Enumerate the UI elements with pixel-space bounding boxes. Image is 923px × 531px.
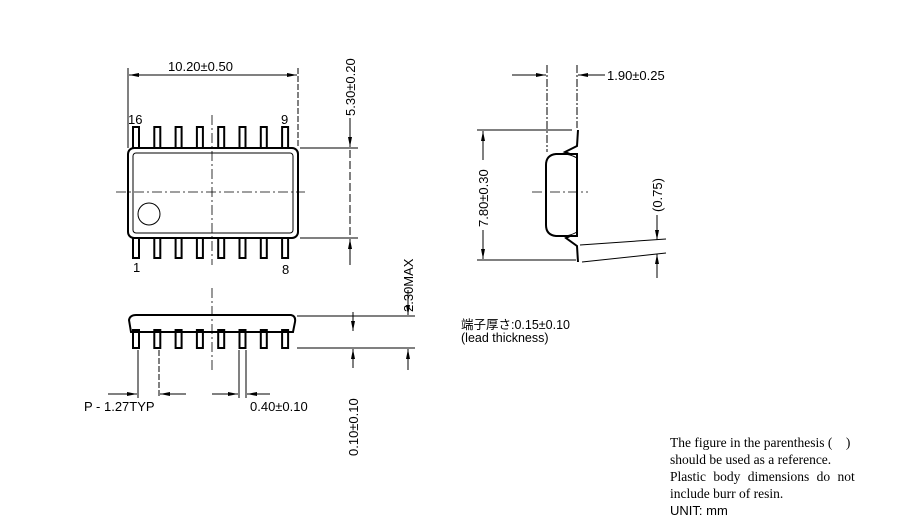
pin-label-16: 16: [128, 112, 142, 127]
note-line-2: should be used as a reference.: [670, 452, 832, 467]
width-dimension: 10.20±0.50: [168, 59, 233, 74]
lead-top: [195, 126, 204, 149]
side-lead-top: [562, 129, 579, 155]
lead-bottom: [259, 237, 268, 259]
note-line-1: The figure in the parenthesis ( ): [670, 435, 851, 450]
standoff-dimension: 0.10±0.10: [346, 398, 361, 456]
package-body-outer: [127, 147, 299, 239]
overall-width-dimension: 7.80±0.30: [476, 169, 491, 227]
lead-top: [153, 126, 162, 149]
lead-front: [153, 329, 162, 349]
lead-thickness-label: (lead thickness): [461, 331, 549, 345]
lead-top: [174, 126, 183, 149]
lead-front: [132, 329, 140, 349]
lead-top: [132, 126, 140, 149]
body-thickness-dimension: 1.90±0.25: [607, 68, 665, 83]
lead-top: [238, 126, 247, 149]
height-dimension: 5.30±0.20: [343, 58, 358, 116]
pin-label-8: 8: [282, 262, 289, 277]
lead-top: [217, 126, 226, 149]
front-body: [127, 314, 297, 333]
front-view: 2.30MAX 0.10±0.10 P - 1.27TYP 0.40±0.10: [84, 258, 416, 456]
lead-thickness-value: 端子厚さ:0.15±0.10: [461, 318, 570, 332]
lead-front: [217, 329, 226, 349]
lead-length-dimension: (0.75): [650, 178, 665, 212]
lead-front: [281, 329, 290, 349]
lead-front: [174, 329, 183, 349]
lead-bottom: [153, 237, 162, 259]
lead-top: [281, 126, 290, 149]
lead-front: [238, 329, 247, 349]
lead-thickness-note: 端子厚さ:0.15±0.10 (lead thickness): [461, 319, 570, 345]
side-body: [545, 153, 578, 237]
pin1-marker-icon: [137, 202, 161, 226]
top-view: 16 9 1 8 10.20±0.50 5.30±0.20: [116, 58, 358, 277]
lead-top: [259, 126, 268, 149]
note-line-3: Plastic body dimensions do not: [670, 469, 855, 484]
lead-bottom: [281, 237, 290, 259]
drawing-notes: The figure in the parenthesis ( ) should…: [670, 434, 855, 519]
lead-bottom: [195, 237, 204, 259]
side-lead-bottom: [564, 235, 579, 263]
pitch-dimension: P - 1.27TYP: [84, 399, 155, 414]
pin-label-1: 1: [133, 260, 140, 275]
lead-bottom: [174, 237, 183, 259]
pin-label-9: 9: [281, 112, 288, 127]
note-line-4: include burr of resin.: [670, 486, 784, 501]
lead-front: [259, 329, 268, 349]
max-height-dimension: 2.30MAX: [401, 258, 416, 312]
front-leads: [132, 329, 290, 349]
lead-front: [195, 329, 204, 349]
side-view: 1.90±0.25 7.80±0.30 (0.75): [476, 65, 667, 278]
unit-label: UNIT: mm: [670, 503, 728, 518]
lead-bottom: [132, 237, 140, 259]
lead-width-dimension: 0.40±0.10: [250, 399, 308, 414]
package-body-inner: [132, 152, 294, 234]
lead-bottom: [217, 237, 226, 259]
lead-bottom: [238, 237, 247, 259]
